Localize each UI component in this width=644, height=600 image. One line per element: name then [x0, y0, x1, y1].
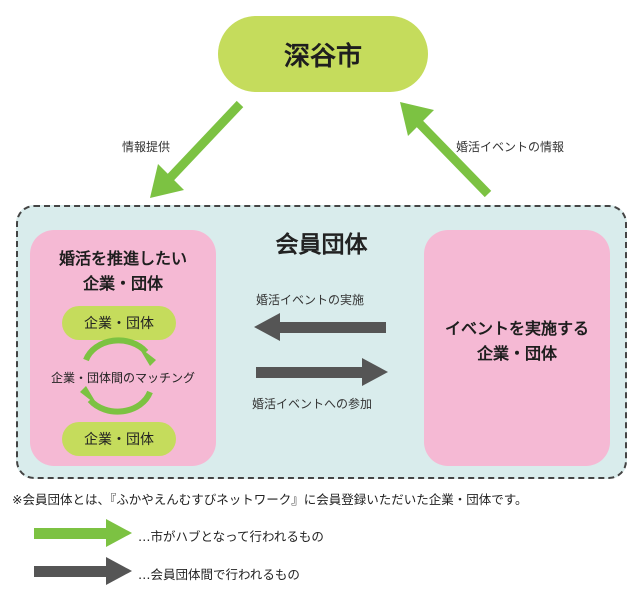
matching-label: 企業・団体間のマッチング [50, 371, 195, 385]
legend-gray-text: …会員団体間で行われるもの [138, 567, 300, 582]
organization-pill-bottom: 企業・団体 [62, 422, 176, 456]
promoting-organizations-title: 婚活を推進したい 企業・団体 [30, 246, 216, 296]
event-organizers-box [424, 230, 610, 466]
promoting-title-line2: 企業・団体 [82, 274, 163, 293]
arrow-event-implementation [254, 313, 386, 341]
legend-green-arrow [34, 519, 132, 547]
event-info-label: 婚活イベントの情報 [456, 140, 565, 154]
event-participation-label: 婚活イベントへの参加 [252, 397, 373, 411]
city-label: 深谷市 [283, 41, 362, 72]
event-implementation-label: 婚活イベントの実施 [256, 293, 365, 307]
arrow-city-to-members [150, 100, 244, 198]
member-group-title: 会員団体 [275, 232, 368, 258]
info-provision-label: 情報提供 [122, 140, 171, 154]
arrow-event-participation [256, 358, 388, 386]
arrow-members-to-city [400, 102, 492, 198]
event-organizers-title-line1: イベントを実施する [444, 319, 589, 338]
legend-gray-arrow [34, 557, 132, 585]
organization-pill-top: 企業・団体 [62, 306, 176, 340]
organization-pill-bottom-label: 企業・団体 [84, 432, 154, 448]
event-organizers-title: イベントを実施する 企業・団体 [424, 316, 610, 366]
member-note: ※会員団体とは、『ふかやえんむすびネットワーク』に会員登録いただいた企業・団体で… [12, 492, 528, 507]
organization-pill-top-label: 企業・団体 [84, 316, 154, 332]
matching-cycle-icon [80, 337, 156, 415]
promoting-title-line1: 婚活を推進したい [58, 249, 187, 268]
event-organizers-title-line2: 企業・団体 [476, 344, 557, 363]
city-node: 深谷市 [218, 16, 428, 92]
legend-green-text: …市がハブとなって行われるもの [138, 529, 324, 544]
